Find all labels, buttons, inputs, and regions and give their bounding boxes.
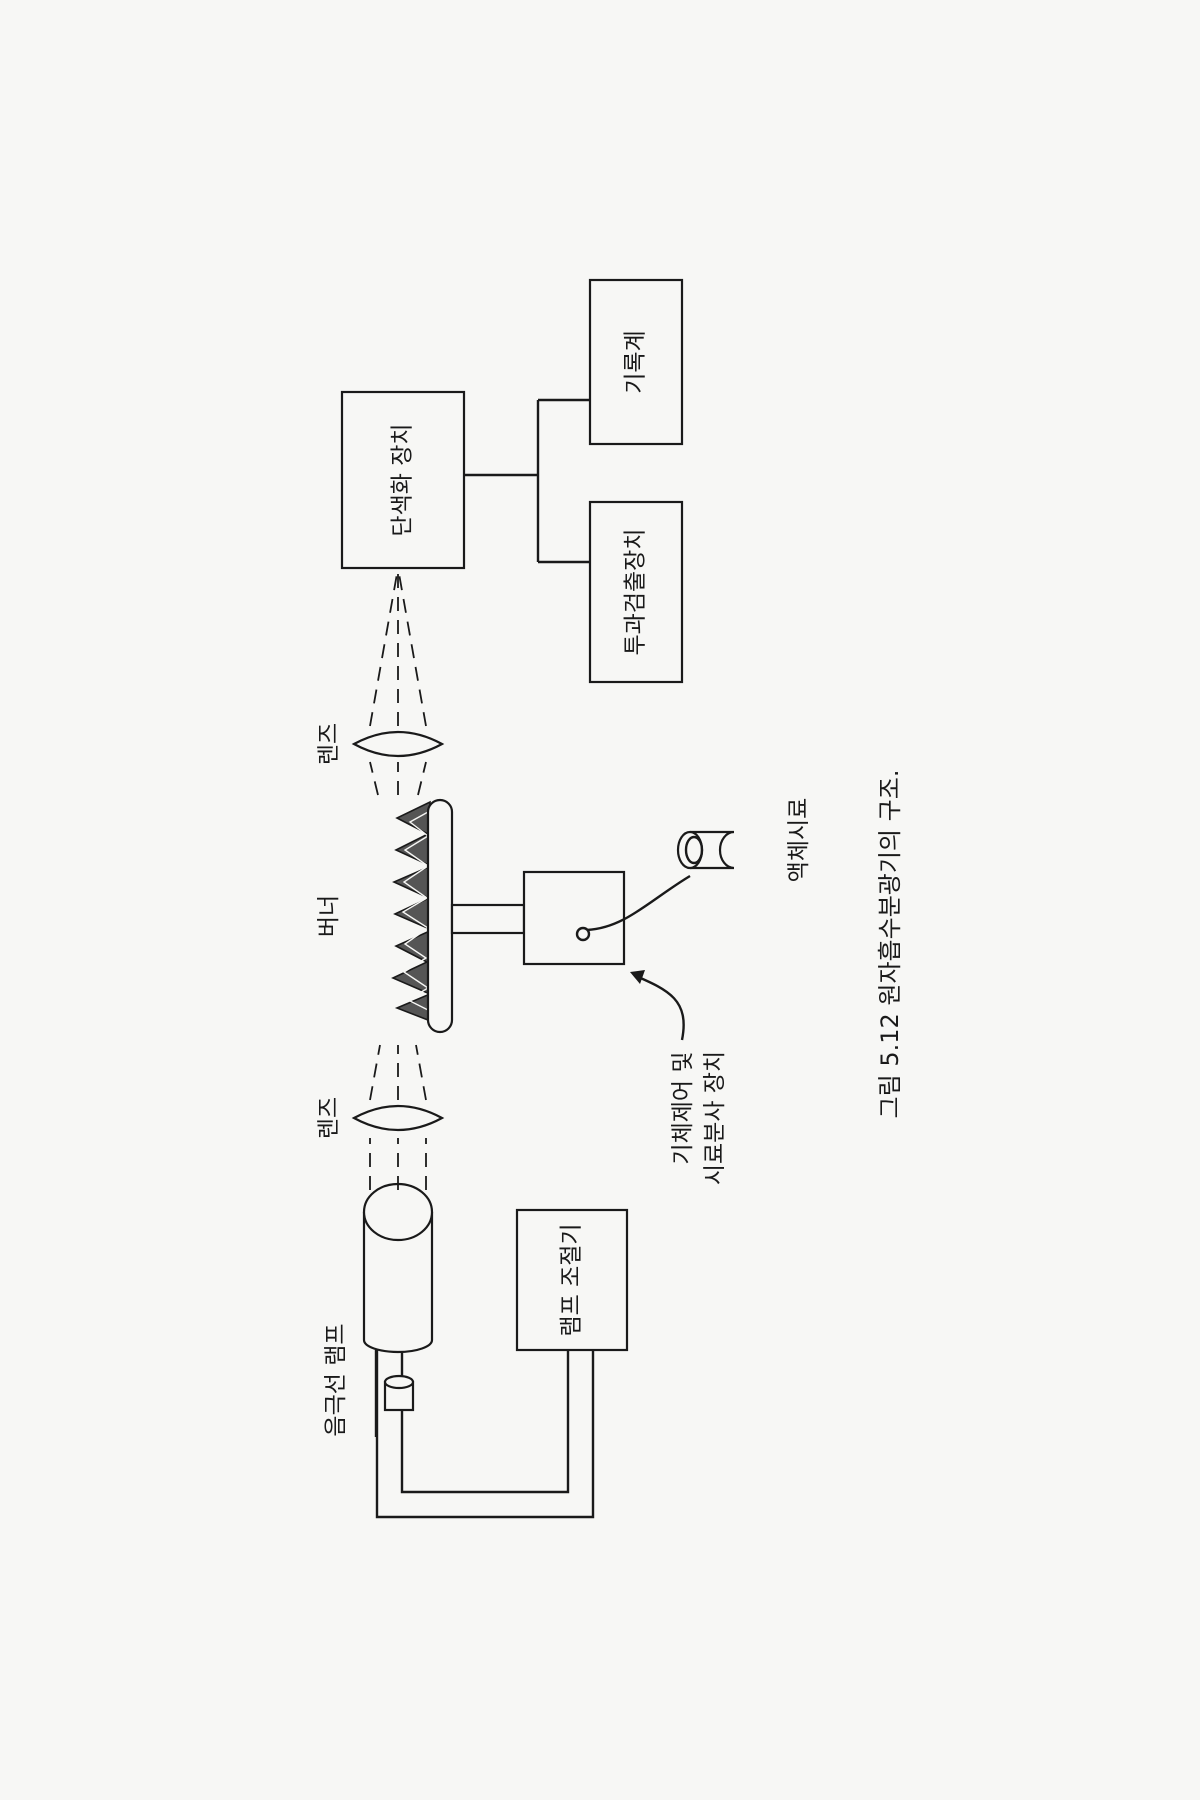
lens-right xyxy=(351,730,445,758)
lamp-controller-box xyxy=(515,1208,629,1352)
beam-right xyxy=(369,567,427,796)
monochromator-box xyxy=(340,390,466,570)
nebulizer-inlet xyxy=(575,926,591,942)
lens-left xyxy=(351,1104,445,1132)
burner xyxy=(391,798,526,1034)
detector-box xyxy=(588,500,684,684)
gas-control-arrowhead xyxy=(630,970,645,984)
liquid-sample-beaker xyxy=(676,830,735,870)
label-lens-right: 렌즈 xyxy=(316,723,342,765)
beam-left xyxy=(369,1044,427,1190)
recorder-box xyxy=(588,278,684,446)
label-recorder: 기록계 xyxy=(623,330,649,393)
label-monochromator: 단색화 장치 xyxy=(390,423,416,536)
label-detector: 투과검출장치 xyxy=(623,529,649,656)
hollow-cathode-lamp xyxy=(362,1182,434,1437)
label-liquid-sample: 액체시료 xyxy=(786,798,812,883)
label-lens-left: 렌즈 xyxy=(316,1097,342,1139)
sample-tube xyxy=(586,874,691,932)
label-burner: 버너 xyxy=(316,895,342,937)
signal-wiring xyxy=(464,398,590,564)
label-hollow-cathode-lamp: 음극선 램프 xyxy=(323,1323,349,1436)
label-gas-control-line1: 기체제어 및 xyxy=(670,1051,696,1164)
label-lamp-controller: 램프 조절기 xyxy=(559,1223,585,1336)
lamp-wire-inner xyxy=(400,1350,570,1494)
figure-caption: 그림 5.12 원자흡수분광기의 구조. xyxy=(876,770,904,1119)
gas-control-arrow xyxy=(635,974,685,1041)
gas-control-box xyxy=(522,870,626,966)
label-gas-control-line2: 시료분사 장치 xyxy=(702,1051,728,1185)
